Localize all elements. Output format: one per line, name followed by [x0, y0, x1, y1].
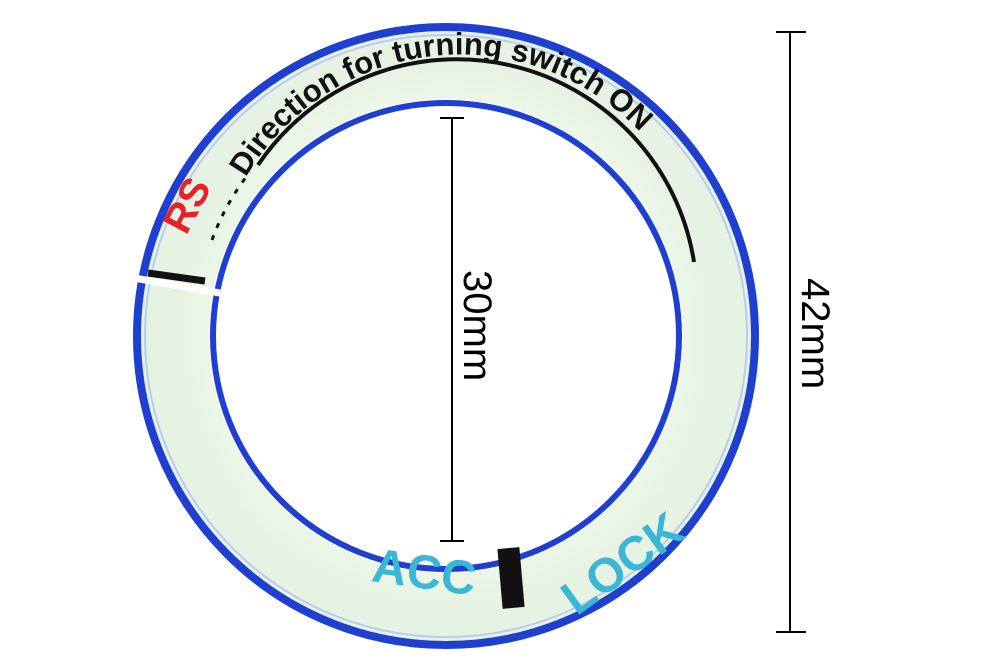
ring-inner-border	[210, 100, 682, 572]
ring-split-gap	[133, 274, 221, 297]
ignition-ring: Direction for turning switch ON RS ACC L…	[133, 23, 759, 649]
direction-arc	[256, 57, 696, 263]
ring-face	[141, 31, 751, 641]
inner-dimension-label: 30mm	[455, 270, 499, 381]
ring-outer-border	[133, 23, 759, 649]
ring-outer-highlight	[144, 34, 748, 638]
acc-lock-divider	[497, 547, 525, 609]
outer-diameter-dimension: 42mm	[776, 31, 837, 633]
direction-dashes	[210, 171, 252, 241]
ring-split-mark	[147, 269, 206, 285]
outer-dimension-label: 42mm	[793, 278, 837, 389]
inner-diameter-dimension: 30mm	[440, 117, 499, 542]
